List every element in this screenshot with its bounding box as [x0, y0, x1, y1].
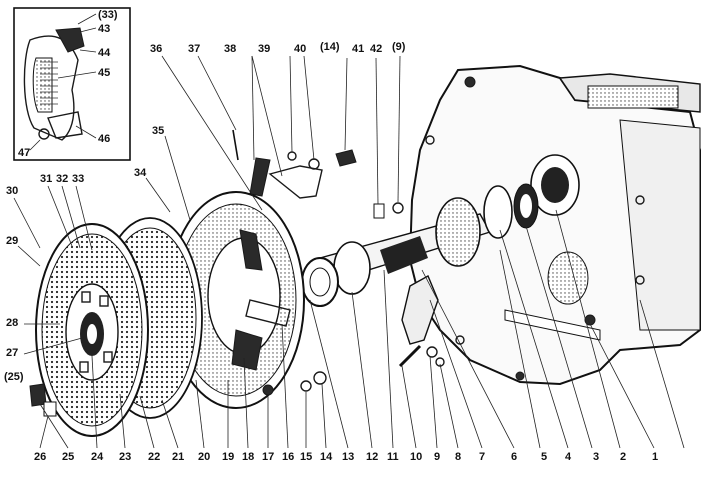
washer-9: [392, 202, 404, 214]
label-23: 23: [119, 451, 131, 463]
label-3: 3: [593, 451, 599, 463]
top-labels: 36 37 38 39 40 (14) 41 42 (9) 35 34: [134, 41, 406, 179]
label-6: 6: [511, 451, 517, 463]
fork-bolt: [398, 344, 422, 368]
label-17: 17: [262, 451, 274, 463]
label-16: 16: [282, 451, 294, 463]
damper-springs: [79, 291, 113, 373]
release-bearing: [333, 241, 371, 295]
label-25: 25: [62, 451, 74, 463]
rod-39-40: [268, 165, 323, 199]
label-5: 5: [541, 451, 547, 463]
release-fork-slot: [504, 309, 601, 341]
inset-label-44: 44: [98, 47, 111, 59]
release-lever: [239, 229, 263, 271]
seal-ring: [483, 185, 513, 239]
label-42: 42: [370, 43, 382, 55]
pressure-plate-assembly: [167, 191, 327, 409]
lower-lever: [231, 329, 263, 371]
input-shaft-assembly: [301, 183, 539, 368]
label-35: 35: [152, 125, 164, 137]
inset-spring-coil: [32, 57, 53, 113]
label-40: 40: [294, 43, 306, 55]
label-30: 30: [6, 185, 18, 197]
label-21: 21: [172, 451, 184, 463]
clip-26: [43, 401, 57, 417]
housing-side: [619, 119, 701, 331]
inset-label-45: 45: [98, 67, 110, 79]
label-31: 31: [40, 173, 52, 185]
bearing-bore-center: [541, 167, 569, 203]
label-9-paren: (9): [392, 41, 406, 53]
left-labels: 30 31 32 33 29 28 27 (25): [4, 173, 84, 383]
transmission-housing: [408, 64, 701, 386]
label-25-paren: (25): [4, 371, 24, 383]
label-41: 41: [352, 43, 364, 55]
inset-label-33: (33): [98, 9, 118, 21]
label-18: 18: [242, 451, 254, 463]
label-36: 36: [150, 43, 162, 55]
label-26: 26: [34, 451, 46, 463]
label-20: 20: [198, 451, 210, 463]
label-9: 9: [434, 451, 440, 463]
shaft-collar: [380, 236, 428, 274]
label-28: 28: [6, 317, 18, 329]
lower-bore: [547, 251, 589, 305]
label-24: 24: [91, 451, 104, 463]
label-37: 37: [188, 43, 200, 55]
inset-bolt: [38, 128, 50, 140]
bolt-42: [373, 203, 385, 219]
release-fork: [401, 275, 439, 345]
label-7: 7: [479, 451, 485, 463]
inset-plate: [47, 111, 83, 139]
clutch-disc-assembly: [29, 217, 203, 437]
bolt-17: [262, 384, 274, 396]
pin-37: [232, 129, 239, 161]
bearing-housing: [435, 197, 481, 267]
label-1: 1: [652, 451, 658, 463]
label-27: 27: [6, 347, 18, 359]
label-4: 4: [565, 451, 572, 463]
clutch-linkage: [232, 129, 357, 199]
label-12: 12: [366, 451, 378, 463]
label-11: 11: [387, 451, 399, 463]
label-10: 10: [410, 451, 422, 463]
inset-label-46: 46: [98, 133, 110, 145]
inset-label-43: 43: [98, 23, 110, 35]
label-15: 15: [300, 451, 312, 463]
inset-label-47: 47: [18, 147, 30, 159]
washer-15: [300, 380, 312, 392]
label-14: 14: [320, 451, 333, 463]
bottom-labels: 26 25 24 23 22 21 20 19 18 17 16 15 14 1…: [34, 451, 658, 463]
label-39: 39: [258, 43, 270, 55]
adjuster-41: [335, 149, 357, 167]
lever-38: [249, 157, 271, 197]
inset-lever: [55, 27, 85, 53]
label-8: 8: [455, 451, 461, 463]
label-34: 34: [134, 167, 147, 179]
label-14-paren: (14): [320, 41, 340, 53]
inset-detail: (33) 43 44 45 46 47: [13, 7, 131, 161]
label-38: 38: [224, 43, 236, 55]
nut-14: [313, 371, 327, 385]
pressure-spring: [245, 299, 291, 327]
label-13: 13: [342, 451, 354, 463]
label-33: 33: [72, 173, 84, 185]
label-2: 2: [620, 451, 626, 463]
label-19: 19: [222, 451, 234, 463]
label-22: 22: [148, 451, 160, 463]
label-32: 32: [56, 173, 68, 185]
label-29: 29: [6, 235, 18, 247]
housing-top-ribs: [587, 85, 679, 109]
leader-lines: [13, 55, 685, 449]
